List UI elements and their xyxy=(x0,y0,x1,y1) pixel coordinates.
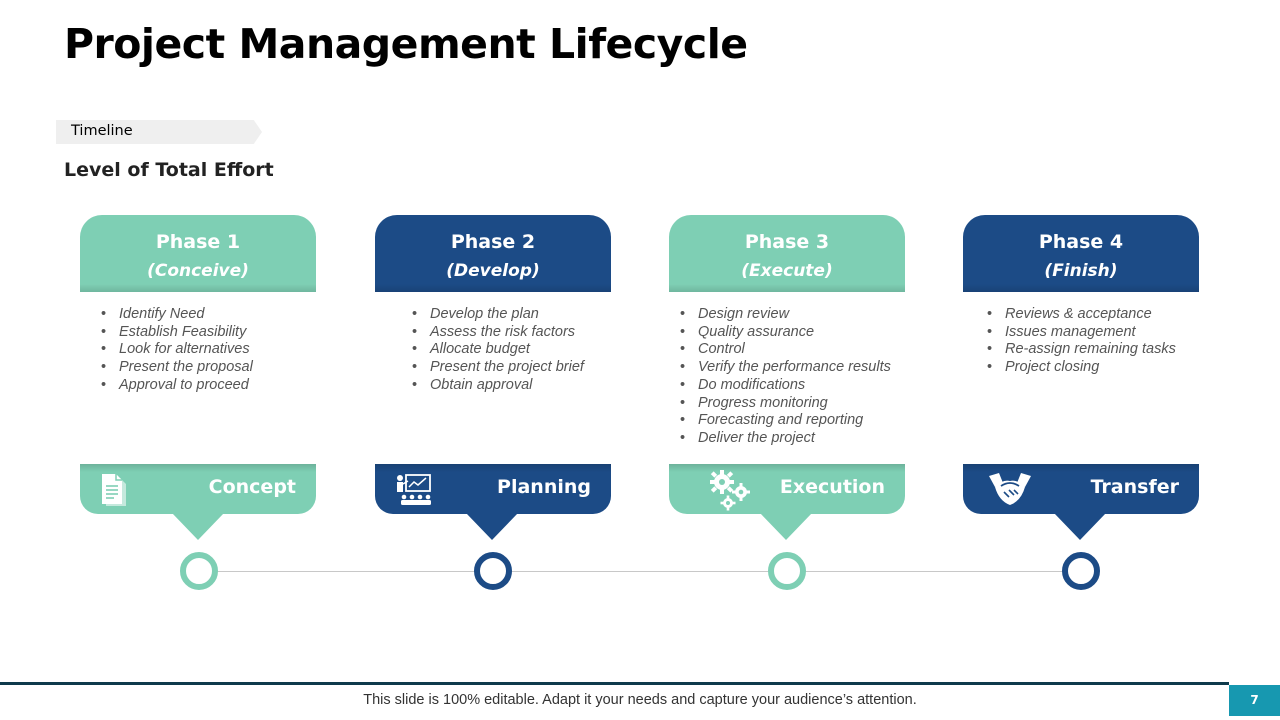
phase-3-bullets: Design review Quality assurance Control … xyxy=(680,306,891,448)
phase-1-name: Phase 1 xyxy=(155,231,241,253)
phase-1-header: Phase 1 (Conceive) xyxy=(80,215,316,292)
execution-pointer xyxy=(760,513,812,540)
phase-1-bullets: Identify Need Establish Feasibility Look… xyxy=(101,306,253,395)
planning-pointer xyxy=(466,513,518,540)
execution-label: Execution xyxy=(779,476,885,498)
list-item: Identify Need xyxy=(101,306,253,324)
timeline-label: Timeline xyxy=(71,123,133,139)
list-item: Progress monitoring xyxy=(680,395,891,413)
list-item: Issues management xyxy=(987,324,1176,342)
planning-label: Planning xyxy=(497,476,591,498)
list-item: Present the proposal xyxy=(101,359,253,377)
list-item: Assess the risk factors xyxy=(412,324,584,342)
slide-title: Project Management Lifecycle xyxy=(64,20,748,68)
phase-2-name: Phase 2 xyxy=(450,231,536,253)
execution-label-box: Execution xyxy=(669,464,905,514)
concept-label: Concept xyxy=(208,476,296,498)
concept-pointer xyxy=(172,513,224,540)
page-number: 7 xyxy=(1229,685,1280,716)
phase-3-name: Phase 3 xyxy=(744,231,830,253)
list-item: Re-assign remaining tasks xyxy=(987,341,1176,359)
list-item: Allocate budget xyxy=(412,341,584,359)
footer-text: This slide is 100% editable. Adapt it yo… xyxy=(363,692,917,708)
list-item: Deliver the project xyxy=(680,430,891,448)
list-item: Approval to proceed xyxy=(101,377,253,395)
timeline-dot-3 xyxy=(768,552,806,590)
list-item: Design review xyxy=(680,306,891,324)
list-item: Develop the plan xyxy=(412,306,584,324)
phase-4-bullets: Reviews & acceptance Issues management R… xyxy=(987,306,1176,377)
list-item: Project closing xyxy=(987,359,1176,377)
phase-3-subtitle: (Execute) xyxy=(741,261,833,281)
phase-3-header: Phase 3 (Execute) xyxy=(669,215,905,292)
list-item: Present the project brief xyxy=(412,359,584,377)
timeline-dot-4 xyxy=(1062,552,1100,590)
list-item: Quality assurance xyxy=(680,324,891,342)
planning-label-box: Planning xyxy=(375,464,611,514)
document-icon xyxy=(100,472,140,508)
list-item: Control xyxy=(680,341,891,359)
gears-icon xyxy=(708,468,750,511)
phase-1-subtitle: (Conceive) xyxy=(147,261,249,281)
phase-2-header: Phase 2 (Develop) xyxy=(375,215,611,292)
transfer-label: Transfer xyxy=(1090,476,1179,498)
phase-2-bullets: Develop the plan Assess the risk factors… xyxy=(412,306,584,395)
transfer-pointer xyxy=(1054,513,1106,540)
list-item: Forecasting and reporting xyxy=(680,412,891,430)
phase-4-header: Phase 4 (Finish) xyxy=(963,215,1199,292)
timeline-axis xyxy=(200,571,1080,572)
phase-4-subtitle: (Finish) xyxy=(1044,261,1118,281)
list-item: Reviews & acceptance xyxy=(987,306,1176,324)
presentation-icon xyxy=(394,472,434,508)
handshake-icon xyxy=(985,470,1031,506)
list-item: Verify the performance results xyxy=(680,359,891,377)
phase-4-name: Phase 4 xyxy=(1038,231,1124,253)
phase-2-subtitle: (Develop) xyxy=(446,261,540,281)
footer-divider xyxy=(0,682,1229,685)
timeline-dot-1 xyxy=(180,552,218,590)
timeline-dot-2 xyxy=(474,552,512,590)
timeline-tag: Timeline xyxy=(56,120,262,144)
slide-subtitle: Level of Total Effort xyxy=(64,159,274,181)
list-item: Do modifications xyxy=(680,377,891,395)
list-item: Look for alternatives xyxy=(101,341,253,359)
list-item: Establish Feasibility xyxy=(101,324,253,342)
list-item: Obtain approval xyxy=(412,377,584,395)
